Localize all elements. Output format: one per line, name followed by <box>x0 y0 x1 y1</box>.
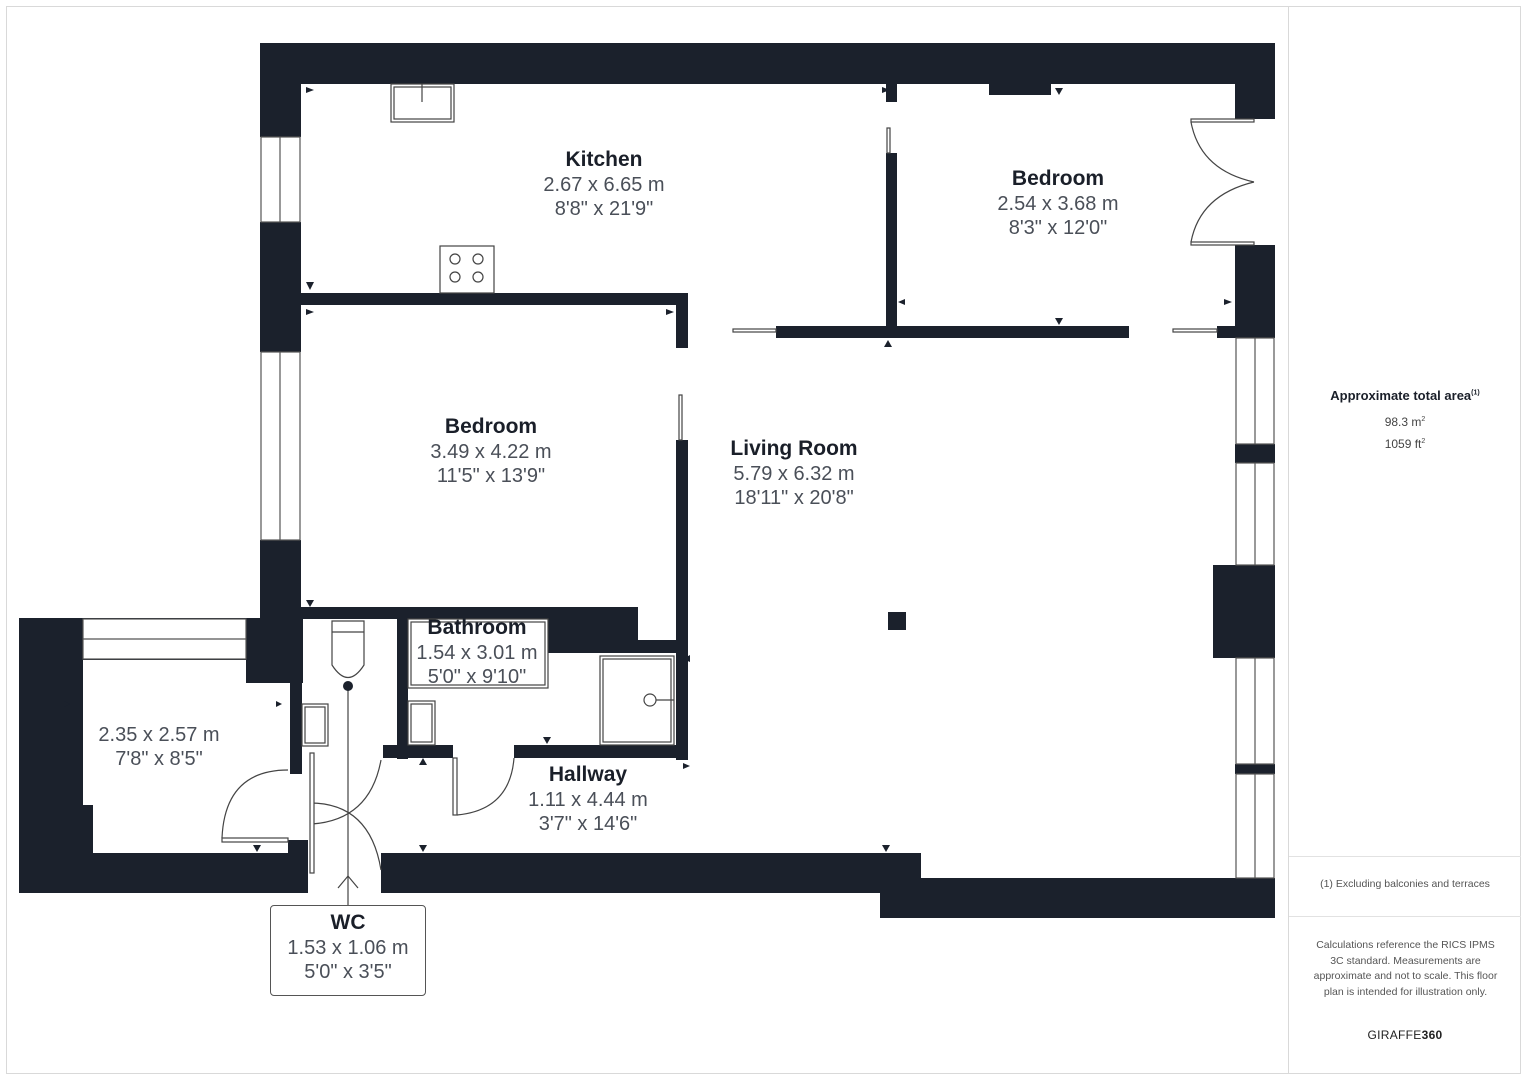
room-bedroom-left: Bedroom 3.49 x 4.22 m 11'5" x 13'9" <box>430 414 551 488</box>
total-area-title: Approximate total area(1) <box>1289 388 1521 403</box>
room-dimensions-metric: 1.54 x 3.01 m <box>416 642 538 664</box>
squared-marker: 2 <box>1421 416 1426 423</box>
room-name: Living Room <box>730 437 858 460</box>
area-m2-value: 98.3 m <box>1384 415 1422 429</box>
room-dimensions-imperial: 8'3" x 12'0" <box>1008 217 1108 239</box>
room-name: Bedroom <box>444 415 538 438</box>
room-wc: WC 1.53 x 1.06 m 5'0" x 3'5" <box>287 910 408 984</box>
room-dimensions-imperial: 8'8" x 21'9" <box>554 198 654 220</box>
floor-plan: Kitchen 2.67 x 6.65 m 8'8" x 21'9" Bedro… <box>19 43 1275 996</box>
wc-callout-box <box>270 905 426 996</box>
room-dimensions-metric: 2.67 x 6.65 m <box>543 174 665 196</box>
room-unnamed: 2.35 x 2.57 m 7'8" x 8'5" <box>98 723 219 771</box>
floor-plan-drawing <box>19 43 1275 918</box>
brand-logo: GIRAFFE360 <box>1289 1028 1521 1042</box>
divider <box>1289 916 1521 917</box>
room-dimensions-imperial: 5'0" x 3'5" <box>304 961 392 983</box>
brand-prefix: GIRAFFE <box>1367 1028 1422 1042</box>
room-name: Bedroom <box>1011 167 1105 190</box>
room-hallway: Hallway 1.11 x 4.44 m 3'7" x 14'6" <box>528 762 648 836</box>
room-dimensions-imperial: 11'5" x 13'9" <box>436 465 546 487</box>
room-name: Bathroom <box>427 616 527 639</box>
total-area-imperial: 1059 ft2 <box>1289 437 1521 451</box>
info-sidebar: Approximate total area(1) 98.3 m2 1059 f… <box>1288 6 1521 1074</box>
room-dimensions-imperial: 7'8" x 8'5" <box>115 748 203 770</box>
brand-suffix: 360 <box>1421 1028 1443 1042</box>
room-name: Hallway <box>548 763 628 786</box>
page-frame <box>6 6 1521 1074</box>
room-dimensions-metric: 1.53 x 1.06 m <box>287 937 409 959</box>
room-living-room: Living Room 5.79 x 6.32 m 18'11" x 20'8" <box>730 436 857 510</box>
room-kitchen: Kitchen 2.67 x 6.65 m 8'8" x 21'9" <box>543 147 664 221</box>
squared-marker: 2 <box>1421 438 1426 445</box>
total-area-metric: 98.3 m2 <box>1289 415 1521 429</box>
room-name: WC <box>330 911 366 934</box>
room-name: Kitchen <box>565 148 643 171</box>
disclaimer-text: Calculations reference the RICS IPMS 3C … <box>1313 939 1498 998</box>
divider <box>1289 856 1521 857</box>
area-ft2-value: 1059 ft <box>1384 437 1422 451</box>
room-dimensions-imperial: 18'11" x 20'8" <box>734 487 854 509</box>
doors-and-fixtures <box>221 83 1255 905</box>
windows <box>82 136 1275 879</box>
total-area-label: Approximate total area <box>1330 388 1472 403</box>
room-bathroom: Bathroom 1.54 x 3.01 m 5'0" x 9'10" <box>416 615 537 689</box>
room-dimensions-metric: 3.49 x 4.22 m <box>430 441 552 463</box>
room-dimensions-imperial: 5'0" x 9'10" <box>427 666 527 688</box>
footnote-marker: (1) <box>1471 389 1480 397</box>
room-dimensions-metric: 2.54 x 3.68 m <box>997 193 1119 215</box>
wc-pointer-dot <box>343 681 353 691</box>
footnote-text: (1) Excluding balconies and terraces <box>1320 878 1490 890</box>
room-bedroom-top: Bedroom 2.54 x 3.68 m 8'3" x 12'0" <box>997 166 1118 240</box>
room-dimensions-metric: 1.11 x 4.44 m <box>528 789 648 811</box>
measurement-markers <box>64 87 1232 852</box>
room-dimensions-metric: 5.79 x 6.32 m <box>733 463 855 485</box>
room-dimensions-imperial: 3'7" x 14'6" <box>538 813 638 835</box>
room-dimensions-metric: 2.35 x 2.57 m <box>98 724 220 746</box>
